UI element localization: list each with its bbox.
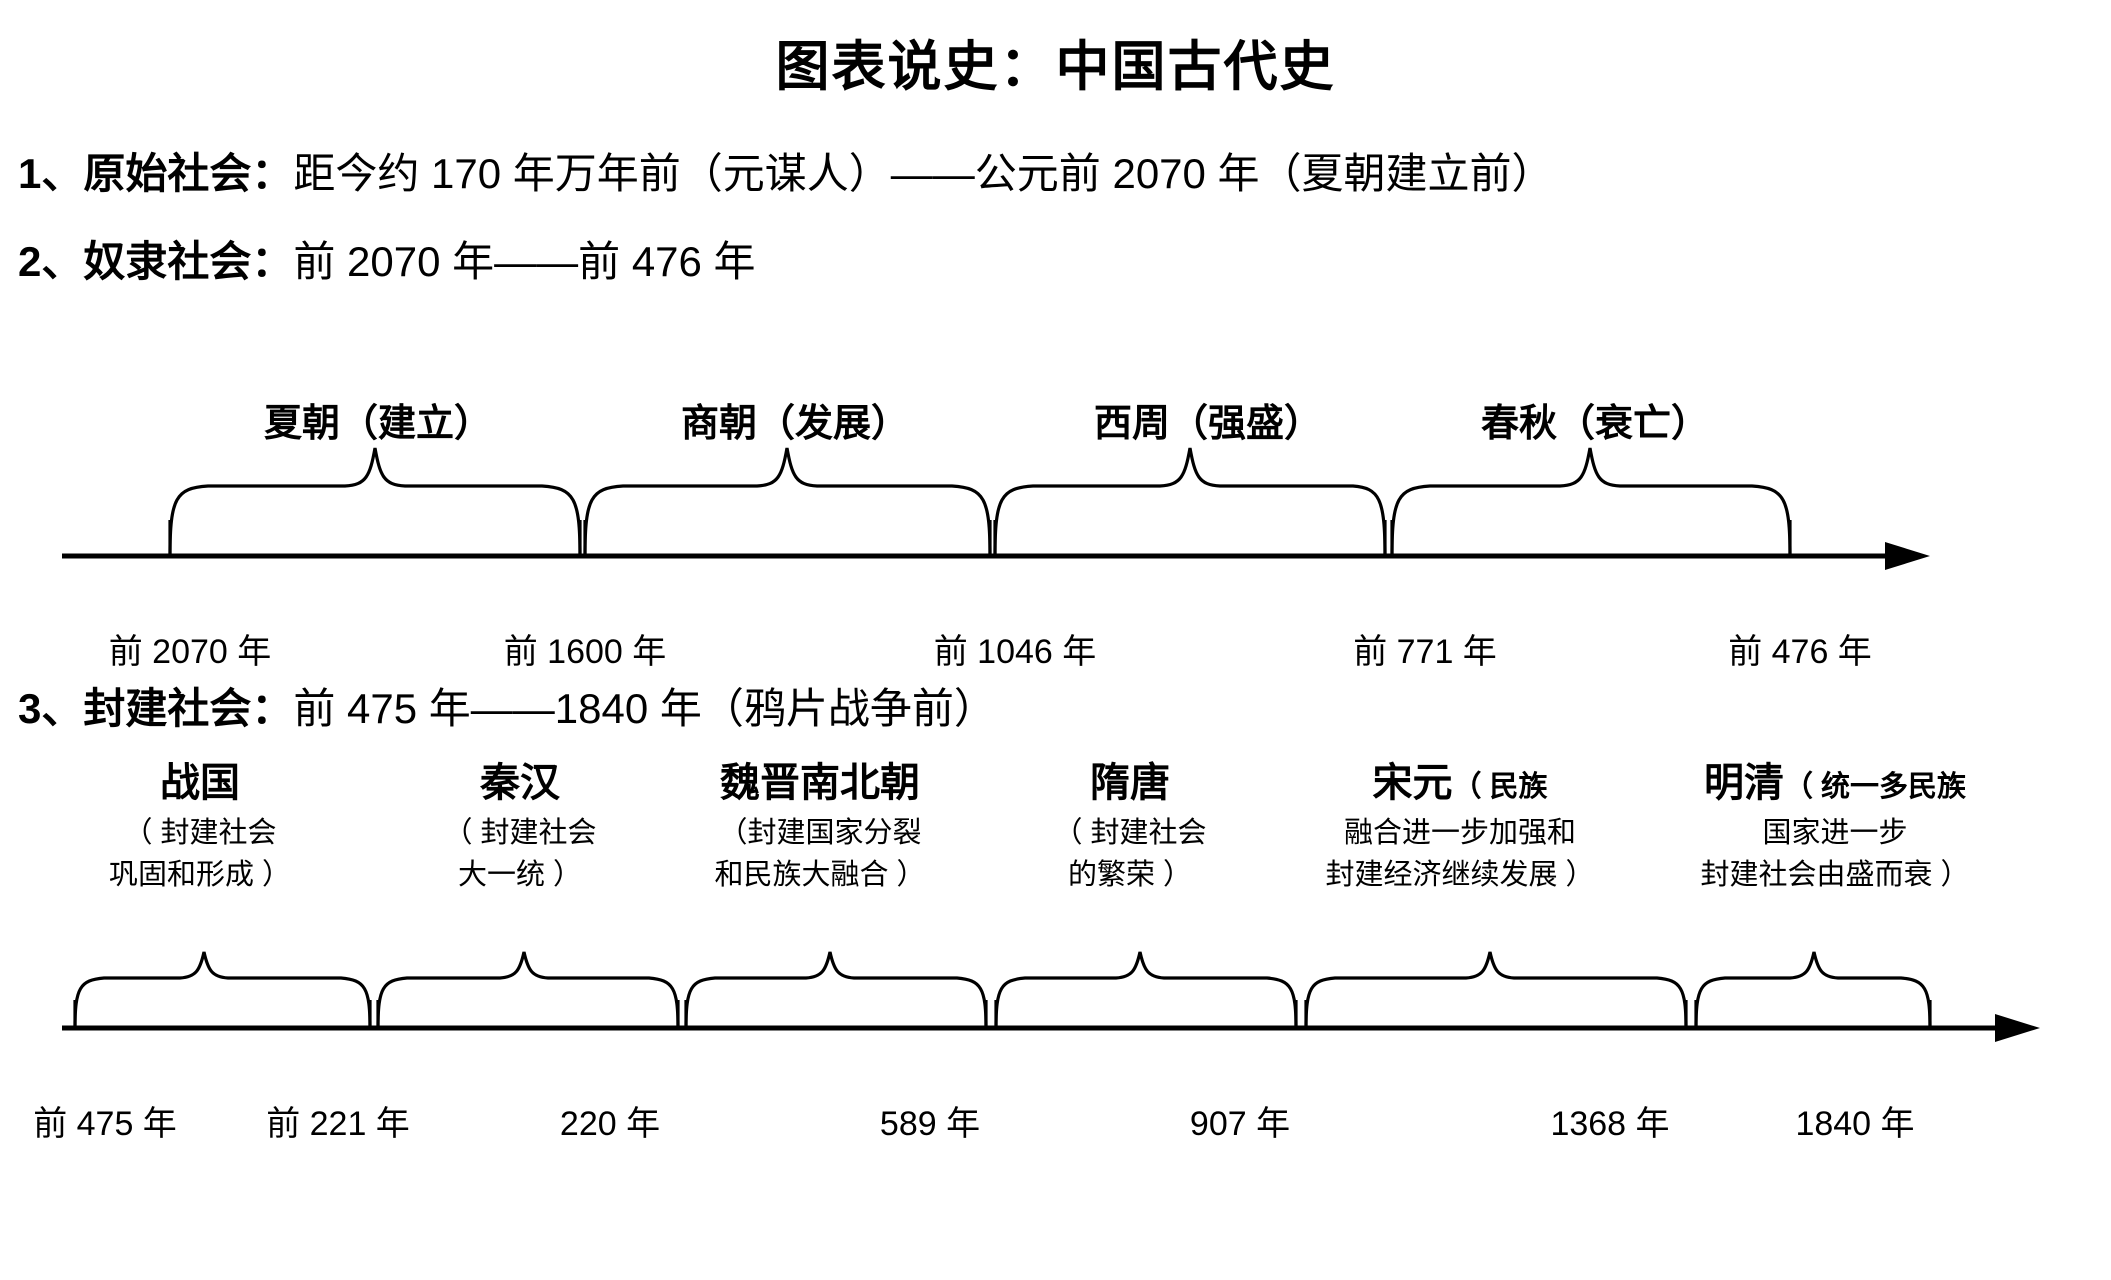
dynasty-head-songyuan: 宋元（ 民族 bbox=[1372, 761, 1548, 805]
dynasty-head-suitang: 隋唐 bbox=[1090, 761, 1170, 805]
date-label-220: 220 年 bbox=[559, 1105, 661, 1143]
section-3-value: 前 475 年——1840 年（鸦片战争前） bbox=[293, 685, 996, 732]
section-line-feudal-society: 3、封建社会：前 475 年——1840 年（鸦片战争前） bbox=[18, 675, 996, 736]
timeline-feudal-society: 战国 （ 封建社会 巩固和形成 ） 秦汉 （ 封建社会 大一统 ） 魏晋南北朝 … bbox=[0, 740, 2111, 1160]
section-1-label: 原始社会： bbox=[83, 150, 294, 197]
section-line-slave-society: 2、奴隶社会：前 2070 年——前 476 年 bbox=[18, 228, 756, 289]
date-label-1368: 1368 年 bbox=[1550, 1105, 1670, 1143]
date-label-bc475: 前 475 年 bbox=[33, 1105, 177, 1143]
dynasty-block-weijin: 魏晋南北朝 （封建国家分裂 和民族大融合 ） bbox=[714, 750, 925, 896]
section-3-label: 封建社会： bbox=[83, 685, 294, 732]
dynasty-desc-mingqing: 国家进一步 封建社会由盛而衰 ） bbox=[1700, 817, 1970, 892]
dynasty-head-zhanguo: 战国 bbox=[160, 761, 240, 805]
section-3-number: 3、 bbox=[18, 685, 84, 732]
date-label-589: 589 年 bbox=[879, 1105, 981, 1143]
era-label-chunqiu: 春秋（衰亡） bbox=[1480, 403, 1710, 445]
page-title: 图表说史：中国古代史 bbox=[775, 37, 1336, 97]
section-line-primitive-society: 1、原始社会：距今约 170 年万年前（元谋人）——公元前 2070 年（夏朝建… bbox=[18, 140, 1554, 201]
timeline-slave-society: 夏朝（建立） 商朝（发展） 西周（强盛） 春秋（衰亡） bbox=[0, 370, 2111, 671]
date-label-1840: 1840 年 bbox=[1795, 1105, 1915, 1143]
date-label-bc2070: 前 2070 年 bbox=[108, 633, 272, 671]
dynasty-desc-qinhan: （ 封建社会 大一统 ） bbox=[443, 817, 597, 892]
dynasty-desc-songyuan: 融合进一步加强和 封建经济继续发展 ） bbox=[1325, 817, 1595, 892]
era-label-xia: 夏朝（建立） bbox=[263, 403, 493, 445]
dynasty-head-weijin: 魏晋南北朝 bbox=[720, 761, 920, 805]
dynasty-block-mingqing: 明清（ 统一多民族 国家进一步 封建社会由盛而衰 ） bbox=[1700, 750, 1969, 896]
section-2-label: 奴隶社会： bbox=[83, 238, 294, 285]
dynasty-paren-songyuan: （ 民族 bbox=[1452, 771, 1548, 803]
date-label-bc771: 前 771 年 bbox=[1353, 633, 1497, 671]
section-2-number: 2、 bbox=[18, 238, 84, 285]
era-label-xizhou: 西周（强盛） bbox=[1093, 403, 1323, 445]
dynasty-head-mingqing: 明清（ 统一多民族 bbox=[1703, 761, 1967, 805]
era-label-shang: 商朝（发展） bbox=[680, 403, 910, 445]
dynasty-paren-mingqing: （ 统一多民族 bbox=[1783, 771, 1967, 803]
section-1-number: 1、 bbox=[18, 150, 84, 197]
dynasty-desc-weijin: （封建国家分裂 和民族大融合 ） bbox=[714, 817, 926, 892]
dynasty-block-songyuan: 宋元（ 民族 融合进一步加强和 封建经济继续发展 ） bbox=[1325, 750, 1594, 896]
section-2-value: 前 2070 年——前 476 年 bbox=[293, 238, 756, 285]
timeline-1-axis-graphic bbox=[62, 447, 1930, 570]
dynasty-block-qinhan: 秦汉 （ 封建社会 大一统 ） bbox=[443, 750, 596, 896]
date-label-bc476: 前 476 年 bbox=[1728, 633, 1872, 671]
dynasty-block-suitang: 隋唐 （ 封建社会 的繁荣 ） bbox=[1053, 750, 1206, 896]
date-label-bc1046: 前 1046 年 bbox=[933, 633, 1097, 671]
dynasty-head-qinhan: 秦汉 bbox=[480, 761, 560, 805]
date-label-bc221: 前 221 年 bbox=[266, 1105, 410, 1143]
dynasty-desc-suitang: （ 封建社会 的繁荣 ） bbox=[1053, 817, 1207, 892]
section-1-value: 距今约 170 年万年前（元谋人）——公元前 2070 年（夏朝建立前） bbox=[293, 150, 1554, 197]
date-label-907: 907 年 bbox=[1189, 1105, 1291, 1143]
date-label-bc1600: 前 1600 年 bbox=[503, 633, 667, 671]
dynasty-block-zhanguo: 战国 （ 封建社会 巩固和形成 ） bbox=[109, 750, 291, 896]
dynasty-desc-zhanguo: （ 封建社会 巩固和形成 ） bbox=[108, 817, 292, 892]
timeline-2-axis-graphic bbox=[62, 951, 2040, 1042]
